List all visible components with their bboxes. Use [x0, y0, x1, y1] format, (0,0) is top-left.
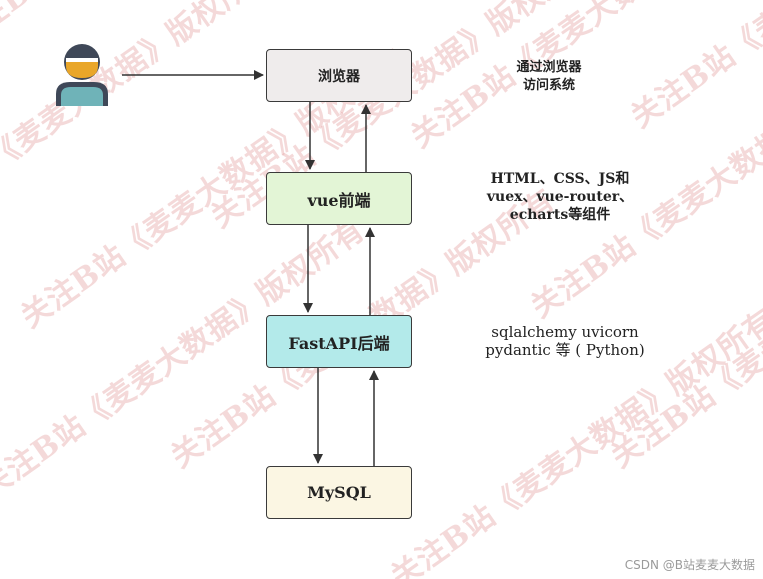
browser-note-line: 通过浏览器	[516, 60, 582, 75]
browser-note-line: 访问系统	[522, 78, 575, 93]
browser-node-label: 浏览器	[318, 68, 360, 85]
vue-frontend-node: vue前端	[266, 172, 412, 225]
vue-note: HTML、CSS、JS和 vuex、vue-router、 echarts等组件	[470, 170, 650, 224]
vue-note-line: vuex、vue-router、	[486, 189, 634, 205]
mysql-node: MySQL	[266, 466, 412, 519]
csdn-credit: CSDN @B站麦麦大数据	[624, 558, 755, 572]
vue-note-line: HTML、CSS、JS和	[490, 171, 630, 187]
fastapi-backend-node: FastAPI后端	[266, 315, 412, 368]
browser-node: 浏览器	[266, 49, 412, 102]
fastapi-note-line: sqlalchemy uvicorn	[491, 323, 639, 341]
vue-note-line: echarts等组件	[509, 207, 611, 223]
user-icon	[56, 44, 108, 106]
fastapi-backend-node-label: FastAPI后端	[288, 333, 390, 353]
fastapi-note-line: pydantic 等 ( Python)	[485, 341, 645, 359]
fastapi-note: sqlalchemy uvicorn pydantic 等 ( Python)	[470, 323, 660, 359]
vue-frontend-node-label: vue前端	[307, 190, 371, 210]
mysql-node-label: MySQL	[307, 483, 371, 502]
browser-note: 通过浏览器 访问系统	[490, 59, 608, 95]
